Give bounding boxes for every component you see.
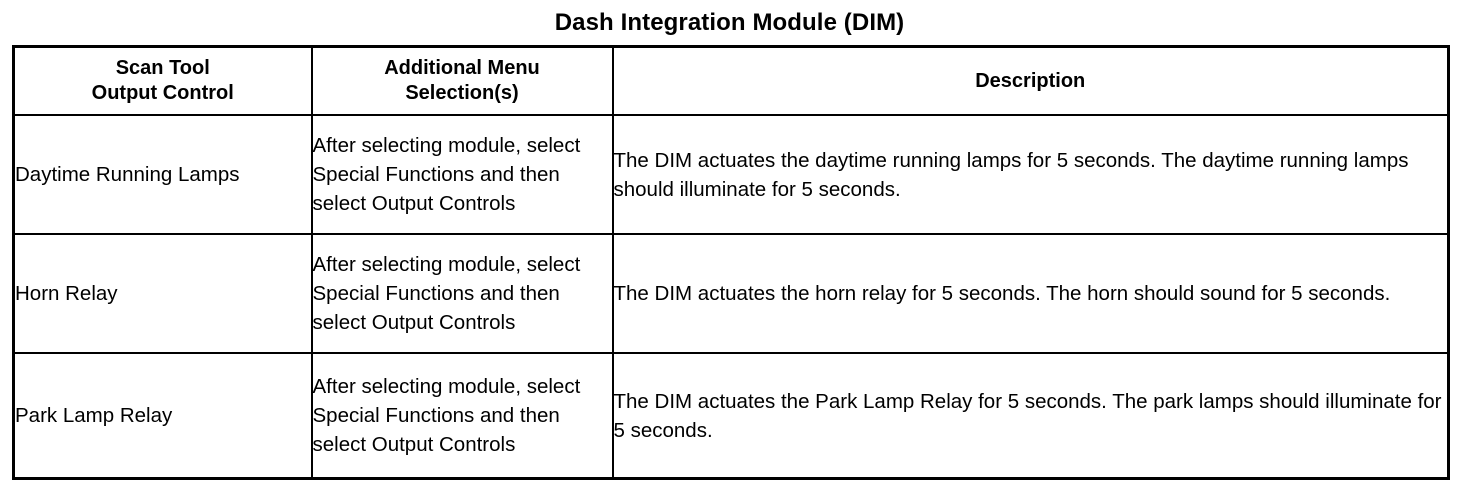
- output-control-table: Scan Tool Output Control Additional Menu…: [12, 45, 1450, 480]
- header-line-2: Output Control: [91, 82, 234, 104]
- page-title: Dash Integration Module (DIM): [554, 9, 905, 36]
- cell-additional-menu-selections: After selecting module, select Special F…: [310, 233, 614, 354]
- header-line-1: Additional Menu: [384, 57, 540, 79]
- table-row: Park Lamp Relay After selecting module, …: [12, 352, 1450, 480]
- cell-scan-tool-output-control: Horn Relay: [12, 233, 313, 354]
- column-header-description: Description: [611, 45, 1450, 116]
- header-line-2: Selection(s): [405, 82, 519, 104]
- cell-description: The DIM actuates the Park Lamp Relay for…: [611, 352, 1450, 480]
- cell-scan-tool-output-control: Daytime Running Lamps: [12, 114, 313, 235]
- table-header: Scan Tool Output Control Additional Menu…: [12, 45, 1450, 116]
- header-row: Scan Tool Output Control Additional Menu…: [12, 45, 1450, 116]
- cell-description: The DIM actuates the daytime running lam…: [611, 114, 1450, 235]
- column-header-additional-menu-selections: Additional Menu Selection(s): [310, 45, 614, 116]
- spec-table-container: Scan Tool Output Control Additional Menu…: [12, 45, 1450, 480]
- cell-additional-menu-selections: After selecting module, select Special F…: [310, 352, 614, 480]
- table-row: Horn Relay After selecting module, selec…: [12, 233, 1450, 354]
- header-line-1: Scan Tool: [115, 57, 210, 79]
- cell-description: The DIM actuates the horn relay for 5 se…: [611, 233, 1450, 354]
- cell-scan-tool-output-control: Park Lamp Relay: [12, 352, 313, 480]
- column-header-scan-tool-output-control: Scan Tool Output Control: [12, 45, 313, 116]
- table-row: Daytime Running Lamps After selecting mo…: [12, 114, 1450, 235]
- cell-additional-menu-selections: After selecting module, select Special F…: [310, 114, 614, 235]
- table-body: Daytime Running Lamps After selecting mo…: [12, 114, 1450, 480]
